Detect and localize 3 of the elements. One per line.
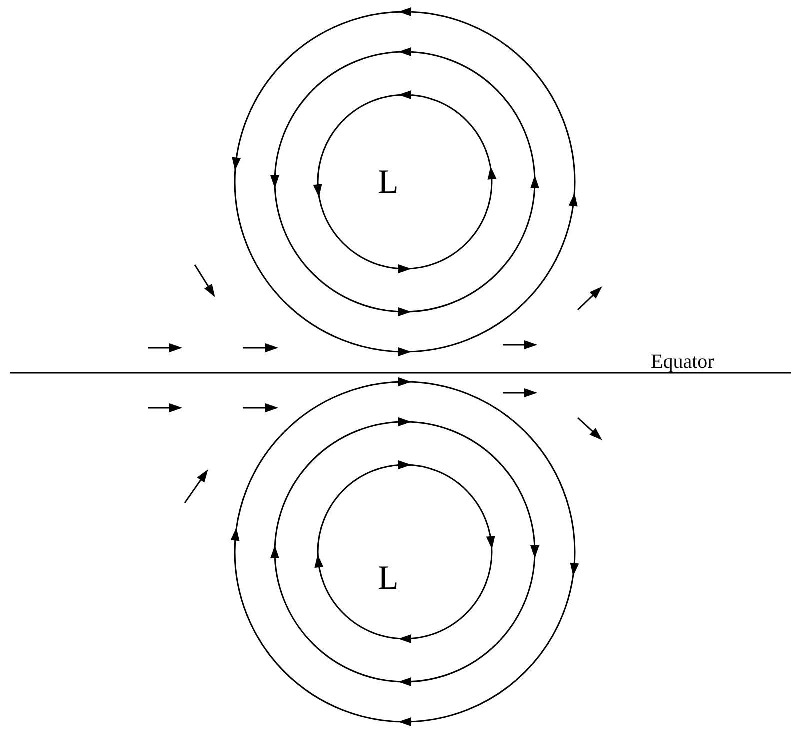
low-pressure-label: L (378, 166, 399, 200)
equator-label: Equator (651, 352, 714, 372)
low-pressure-label: L (378, 562, 399, 596)
